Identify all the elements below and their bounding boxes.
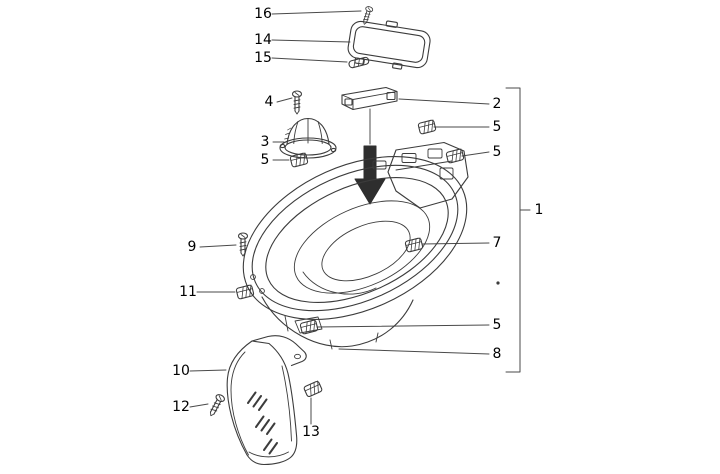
part-mudflap [226,335,307,466]
part-screw-4 [291,90,303,115]
callout-1: 1 [534,202,544,218]
part-screw-9 [237,232,249,257]
callout-3: 3 [260,134,270,150]
part-dome-cover [279,117,337,159]
ref-dot [496,281,500,285]
mudflap-vents [247,391,278,455]
callout-16: 16 [254,6,272,22]
part-lid-cover [347,20,431,70]
part-latch [341,86,398,145]
callout-8: 8 [492,346,502,362]
part-screw-12 [206,392,227,419]
callout-12: 12 [172,399,190,415]
part-clip-5-top-right [417,119,437,135]
insert-direction-arrow [354,145,386,205]
callout-13: 13 [302,424,320,440]
callout-5-d: 5 [492,317,502,333]
callout-10: 10 [172,363,190,379]
part-clip-11 [235,284,255,300]
part-helmet-compartment [242,141,469,350]
callout-5-b: 5 [492,144,502,160]
callout-9: 9 [187,239,197,255]
callout-11: 11 [179,284,197,300]
callout-5-a: 5 [492,119,502,135]
callout-2: 2 [492,96,502,112]
part-pin [348,56,370,69]
part-clip-13 [302,380,324,398]
callout-7: 7 [492,235,502,251]
callout-5-c: 5 [260,152,270,168]
callout-15: 15 [254,50,272,66]
callout-14: 14 [254,32,272,48]
callout-4: 4 [264,94,274,110]
leader-lines [189,10,531,425]
